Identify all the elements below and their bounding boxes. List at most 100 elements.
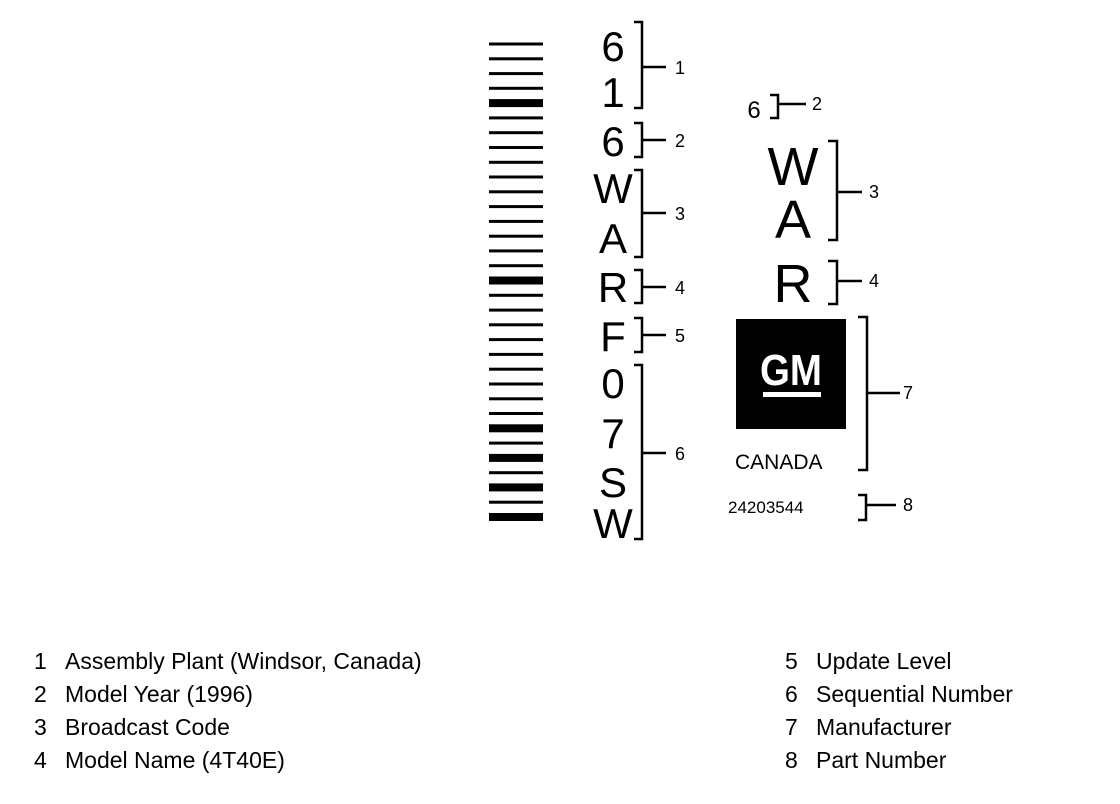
left-bracket-label-2: 2 bbox=[675, 131, 685, 151]
legend-text: Manufacturer bbox=[816, 714, 952, 740]
legend-number: 2 bbox=[34, 681, 47, 707]
right-bracket-label-7: 7 bbox=[903, 383, 913, 403]
barcode-bar bbox=[489, 483, 543, 492]
legend-item: 4 Model Name (4T40E) bbox=[34, 744, 422, 777]
legend-text: Sequential Number bbox=[816, 681, 1013, 707]
legend-text: Model Year (1996) bbox=[65, 681, 253, 707]
right-bracket-label-4: 4 bbox=[869, 271, 879, 291]
barcode bbox=[489, 42, 543, 521]
legend-number: 7 bbox=[785, 714, 798, 740]
barcode-bar bbox=[489, 276, 543, 285]
right-bracket-7 bbox=[858, 315, 900, 472]
barcode-bar bbox=[489, 323, 543, 327]
left-char-6: R bbox=[598, 264, 628, 311]
left-bracket-label-5: 5 bbox=[675, 326, 685, 346]
left-bracket-label-3: 3 bbox=[675, 204, 685, 224]
left-char-8: 0 bbox=[601, 360, 624, 407]
barcode-bar bbox=[489, 513, 543, 521]
right-bracket-label-3: 3 bbox=[869, 182, 879, 202]
barcode-bar bbox=[489, 397, 543, 401]
legend-item: 5 Update Level bbox=[785, 645, 1013, 678]
gm-logo-text: GM bbox=[760, 346, 822, 395]
left-char-3: 6 bbox=[601, 118, 624, 165]
left-char-1: 6 bbox=[601, 23, 624, 70]
left-bracket-label-6: 6 bbox=[675, 444, 685, 464]
legend-item: 1 Assembly Plant (Windsor, Canada) bbox=[34, 645, 422, 678]
left-char-7: F bbox=[600, 313, 626, 360]
right-small-char: 6 bbox=[747, 97, 760, 124]
left-bracket-label-1: 1 bbox=[675, 58, 685, 78]
barcode-bar bbox=[489, 86, 543, 90]
barcode-bar bbox=[489, 72, 543, 76]
barcode-bar bbox=[489, 131, 543, 135]
left-bracket-5 bbox=[634, 316, 666, 354]
legend-item: 7 Manufacturer bbox=[785, 711, 1013, 744]
barcode-bar bbox=[489, 453, 543, 462]
right-char-3: R bbox=[774, 254, 813, 314]
barcode-bar bbox=[489, 500, 543, 504]
left-bracket-2 bbox=[634, 121, 666, 159]
legend-item: 8 Part Number bbox=[785, 744, 1013, 777]
left-bracket-label-4: 4 bbox=[675, 278, 685, 298]
legend-right: 5 Update Level 6 Sequential Number 7 Man… bbox=[785, 645, 1013, 777]
left-bracket-3 bbox=[634, 168, 666, 259]
barcode-bar bbox=[489, 146, 543, 149]
legend-number: 5 bbox=[785, 648, 798, 674]
legend-left: 1 Assembly Plant (Windsor, Canada) 2 Mod… bbox=[34, 645, 422, 777]
barcode-bar bbox=[489, 190, 543, 194]
left-char-5: A bbox=[599, 215, 627, 262]
barcode-bar bbox=[489, 352, 543, 356]
barcode-bar bbox=[489, 338, 543, 342]
legend-text: Assembly Plant (Windsor, Canada) bbox=[65, 648, 422, 674]
barcode-bar bbox=[489, 367, 543, 371]
gm-logo: GM bbox=[736, 319, 846, 429]
left-char-10: S bbox=[599, 459, 627, 506]
legend-text: Part Number bbox=[816, 747, 947, 773]
barcode-bar bbox=[489, 234, 543, 238]
right-char-1: W bbox=[768, 137, 819, 197]
left-bracket-6 bbox=[634, 363, 666, 541]
legend-item: 3 Broadcast Code bbox=[34, 711, 422, 744]
legend-text: Update Level bbox=[816, 648, 952, 674]
barcode-bar bbox=[489, 441, 543, 445]
right-bracket-4 bbox=[828, 259, 862, 306]
barcode-bar bbox=[489, 412, 543, 415]
left-char-2: 1 bbox=[601, 69, 624, 116]
barcode-bar bbox=[489, 99, 543, 108]
part-number: 24203544 bbox=[728, 498, 804, 517]
right-char-2: A bbox=[775, 190, 811, 250]
barcode-bar bbox=[489, 160, 543, 164]
legend-number: 3 bbox=[34, 714, 47, 740]
legend-item: 2 Model Year (1996) bbox=[34, 678, 422, 711]
legend-number: 8 bbox=[785, 747, 798, 773]
legend-text: Broadcast Code bbox=[65, 714, 230, 740]
left-char-9: 7 bbox=[601, 410, 624, 457]
right-bracket-label-8: 8 bbox=[903, 495, 913, 515]
barcode-bar bbox=[489, 249, 543, 253]
barcode-bar bbox=[489, 116, 543, 120]
right-small-label: 2 bbox=[812, 94, 822, 114]
barcode-bar bbox=[489, 424, 543, 433]
right-bracket-3 bbox=[828, 139, 862, 242]
right-bracket-8 bbox=[858, 493, 896, 522]
legend-number: 4 bbox=[34, 747, 47, 773]
barcode-bar bbox=[489, 205, 543, 209]
left-bracket-4 bbox=[634, 268, 666, 305]
legend-number: 1 bbox=[34, 648, 47, 674]
left-char-11: W bbox=[593, 500, 633, 547]
barcode-bar bbox=[489, 57, 543, 61]
country-label: CANADA bbox=[735, 451, 823, 474]
legend-item: 6 Sequential Number bbox=[785, 678, 1013, 711]
barcode-bar bbox=[489, 382, 543, 386]
legend-text: Model Name (4T40E) bbox=[65, 747, 285, 773]
right-small-bracket bbox=[770, 93, 806, 120]
left-char-4: W bbox=[593, 165, 633, 212]
barcode-bar bbox=[489, 471, 543, 475]
left-bracket-1 bbox=[634, 20, 666, 110]
barcode-bar bbox=[489, 175, 543, 179]
barcode-bar bbox=[489, 219, 543, 223]
legend-number: 6 bbox=[785, 681, 798, 707]
barcode-bar bbox=[489, 42, 543, 46]
barcode-bar bbox=[489, 264, 543, 268]
